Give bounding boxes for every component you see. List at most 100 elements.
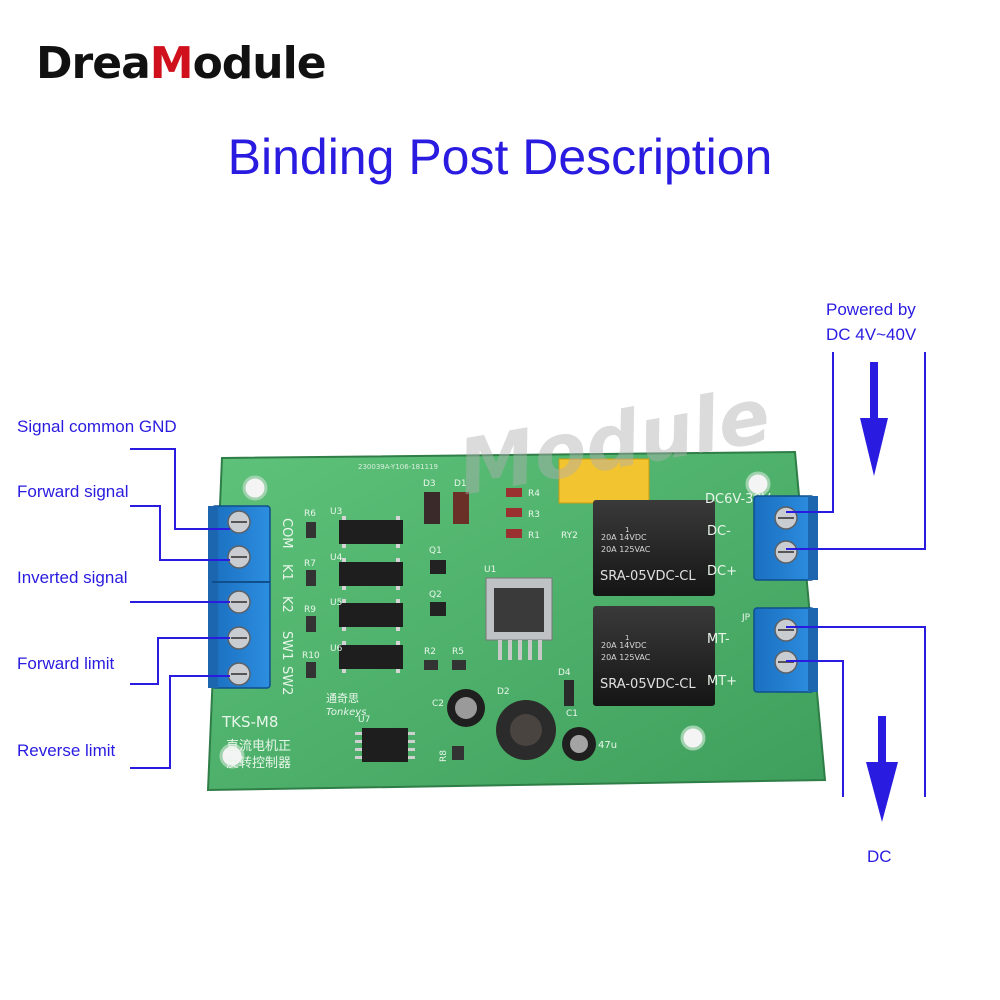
relay-bottom-rating2: 20A 125VAC — [601, 653, 651, 662]
smd-resistors-left — [306, 522, 316, 678]
diode-d4 — [564, 680, 574, 706]
label-c2: C2 — [432, 699, 444, 709]
label-r6: R6 — [304, 509, 316, 519]
label-motor-dc: DC — [867, 847, 892, 866]
leader-mt-minus — [786, 626, 926, 797]
power-terminal-block — [753, 495, 818, 581]
label-u3: U3 — [330, 507, 342, 517]
screw-k1 — [227, 545, 251, 569]
label-inverted-signal: Inverted signal — [17, 568, 128, 587]
optocouplers — [339, 516, 403, 673]
terminal-label-sw2: SW2 — [279, 666, 294, 695]
label-r4: R4 — [528, 489, 540, 499]
label-ry2: RY2 — [561, 531, 578, 541]
resistor-r8 — [452, 746, 464, 760]
diode-d1 — [453, 492, 469, 524]
inductor — [496, 700, 556, 760]
label-q1: Q1 — [429, 546, 442, 556]
right-leader-lines — [786, 352, 926, 797]
mount-hole — [680, 725, 706, 751]
leader-k1 — [130, 505, 230, 561]
capacitor-c1 — [562, 727, 596, 761]
mount-hole — [242, 475, 268, 501]
label-u5: U5 — [330, 598, 342, 608]
transistor-q1 — [430, 560, 446, 574]
board-dc-minus: DC- — [707, 524, 731, 539]
label-c1: C1 — [566, 709, 578, 719]
label-d3: D3 — [423, 479, 436, 489]
label-r3: R3 — [528, 510, 540, 520]
relay-top-rating1: 20A 14VDC — [601, 533, 647, 542]
board-dc-plus: DC+ — [707, 564, 737, 579]
capacitor-c2 — [447, 689, 485, 727]
diode-d3 — [424, 492, 440, 524]
relay-top-pin: 1 — [625, 526, 629, 534]
screw-sw2 — [227, 662, 251, 686]
label-d4: D4 — [558, 668, 571, 678]
left-leader-lines — [130, 448, 230, 769]
resistor-r2 — [424, 660, 438, 670]
leader-dc-plus — [786, 352, 926, 550]
arrow-down-icon — [866, 716, 898, 822]
relay-bottom-pin: 1 — [625, 634, 629, 642]
mount-hole — [219, 743, 245, 769]
page-title: Binding Post Description — [227, 129, 773, 185]
screw-sw1 — [227, 626, 251, 650]
label-u1: U1 — [484, 565, 496, 575]
leader-com — [130, 448, 230, 530]
mount-hole — [745, 471, 771, 497]
label-r9: R9 — [304, 605, 316, 615]
left-terminal-block — [208, 505, 271, 689]
label-jp: JP — [741, 613, 751, 623]
film-capacitor — [558, 458, 650, 504]
board-mt-minus: MT- — [707, 632, 730, 647]
brand-logo-accent: M — [149, 38, 194, 89]
label-r5: R5 — [452, 647, 464, 657]
board-model: TKS-M8 — [221, 713, 278, 731]
regulator-u1 — [485, 577, 553, 660]
board-brand-cn: 通奇思 — [326, 692, 359, 705]
screw-mt-minus — [774, 618, 798, 642]
board-cn-line1: 直流电机正 — [226, 739, 291, 754]
brand-logo-post: odule — [192, 38, 327, 89]
brand-logo-pre: Drea — [36, 38, 151, 89]
transistor-q2 — [430, 602, 446, 616]
relay-bottom-rating1: 20A 14VDC — [601, 641, 647, 650]
relay-bottom-model: SRA-05VDC-CL — [600, 677, 696, 692]
leader-sw1 — [130, 637, 230, 685]
terminal-label-k1: K1 — [279, 564, 294, 581]
leader-dc-minus — [786, 352, 834, 513]
label-forward-signal: Forward signal — [17, 482, 129, 501]
motor-terminal-block — [753, 607, 818, 693]
label-u7: U7 — [358, 715, 370, 725]
label-r2: R2 — [424, 647, 436, 657]
leader-mt-plus — [786, 660, 844, 797]
label-d2: D2 — [497, 687, 510, 697]
label-q2: Q2 — [429, 590, 442, 600]
board-serial: 230039A-Y106-181119 — [358, 463, 438, 471]
label-d1: D1 — [454, 479, 467, 489]
leader-sw2 — [130, 675, 230, 769]
label-r1: R1 — [528, 531, 540, 541]
label-u4: U4 — [330, 553, 343, 563]
smd-resistors-r — [506, 488, 522, 538]
brand-logo: DreaModule — [36, 38, 327, 89]
label-r7: R7 — [304, 559, 316, 569]
screw-com — [227, 510, 251, 534]
terminal-label-sw1: SW1 — [279, 631, 294, 660]
label-r10: R10 — [302, 651, 320, 661]
terminal-label-k2: K2 — [279, 596, 294, 613]
relay-bottom: 20A 14VDC 20A 125VAC SRA-05VDC-CL 1 — [593, 606, 715, 706]
label-power-range: DC 4V~40V — [826, 325, 917, 344]
screw-dc-plus — [774, 540, 798, 564]
board-mt-plus: MT+ — [707, 674, 737, 689]
screw-dc-minus — [774, 506, 798, 530]
label-reverse-limit: Reverse limit — [17, 741, 116, 760]
arrow-down-icon — [860, 362, 888, 476]
resistor-r5 — [452, 660, 466, 670]
label-forward-limit: Forward limit — [17, 654, 115, 673]
chip-u7 — [355, 728, 415, 762]
label-r8: R8 — [439, 750, 449, 762]
board-cn-line2: 反转控制器 — [226, 756, 291, 771]
